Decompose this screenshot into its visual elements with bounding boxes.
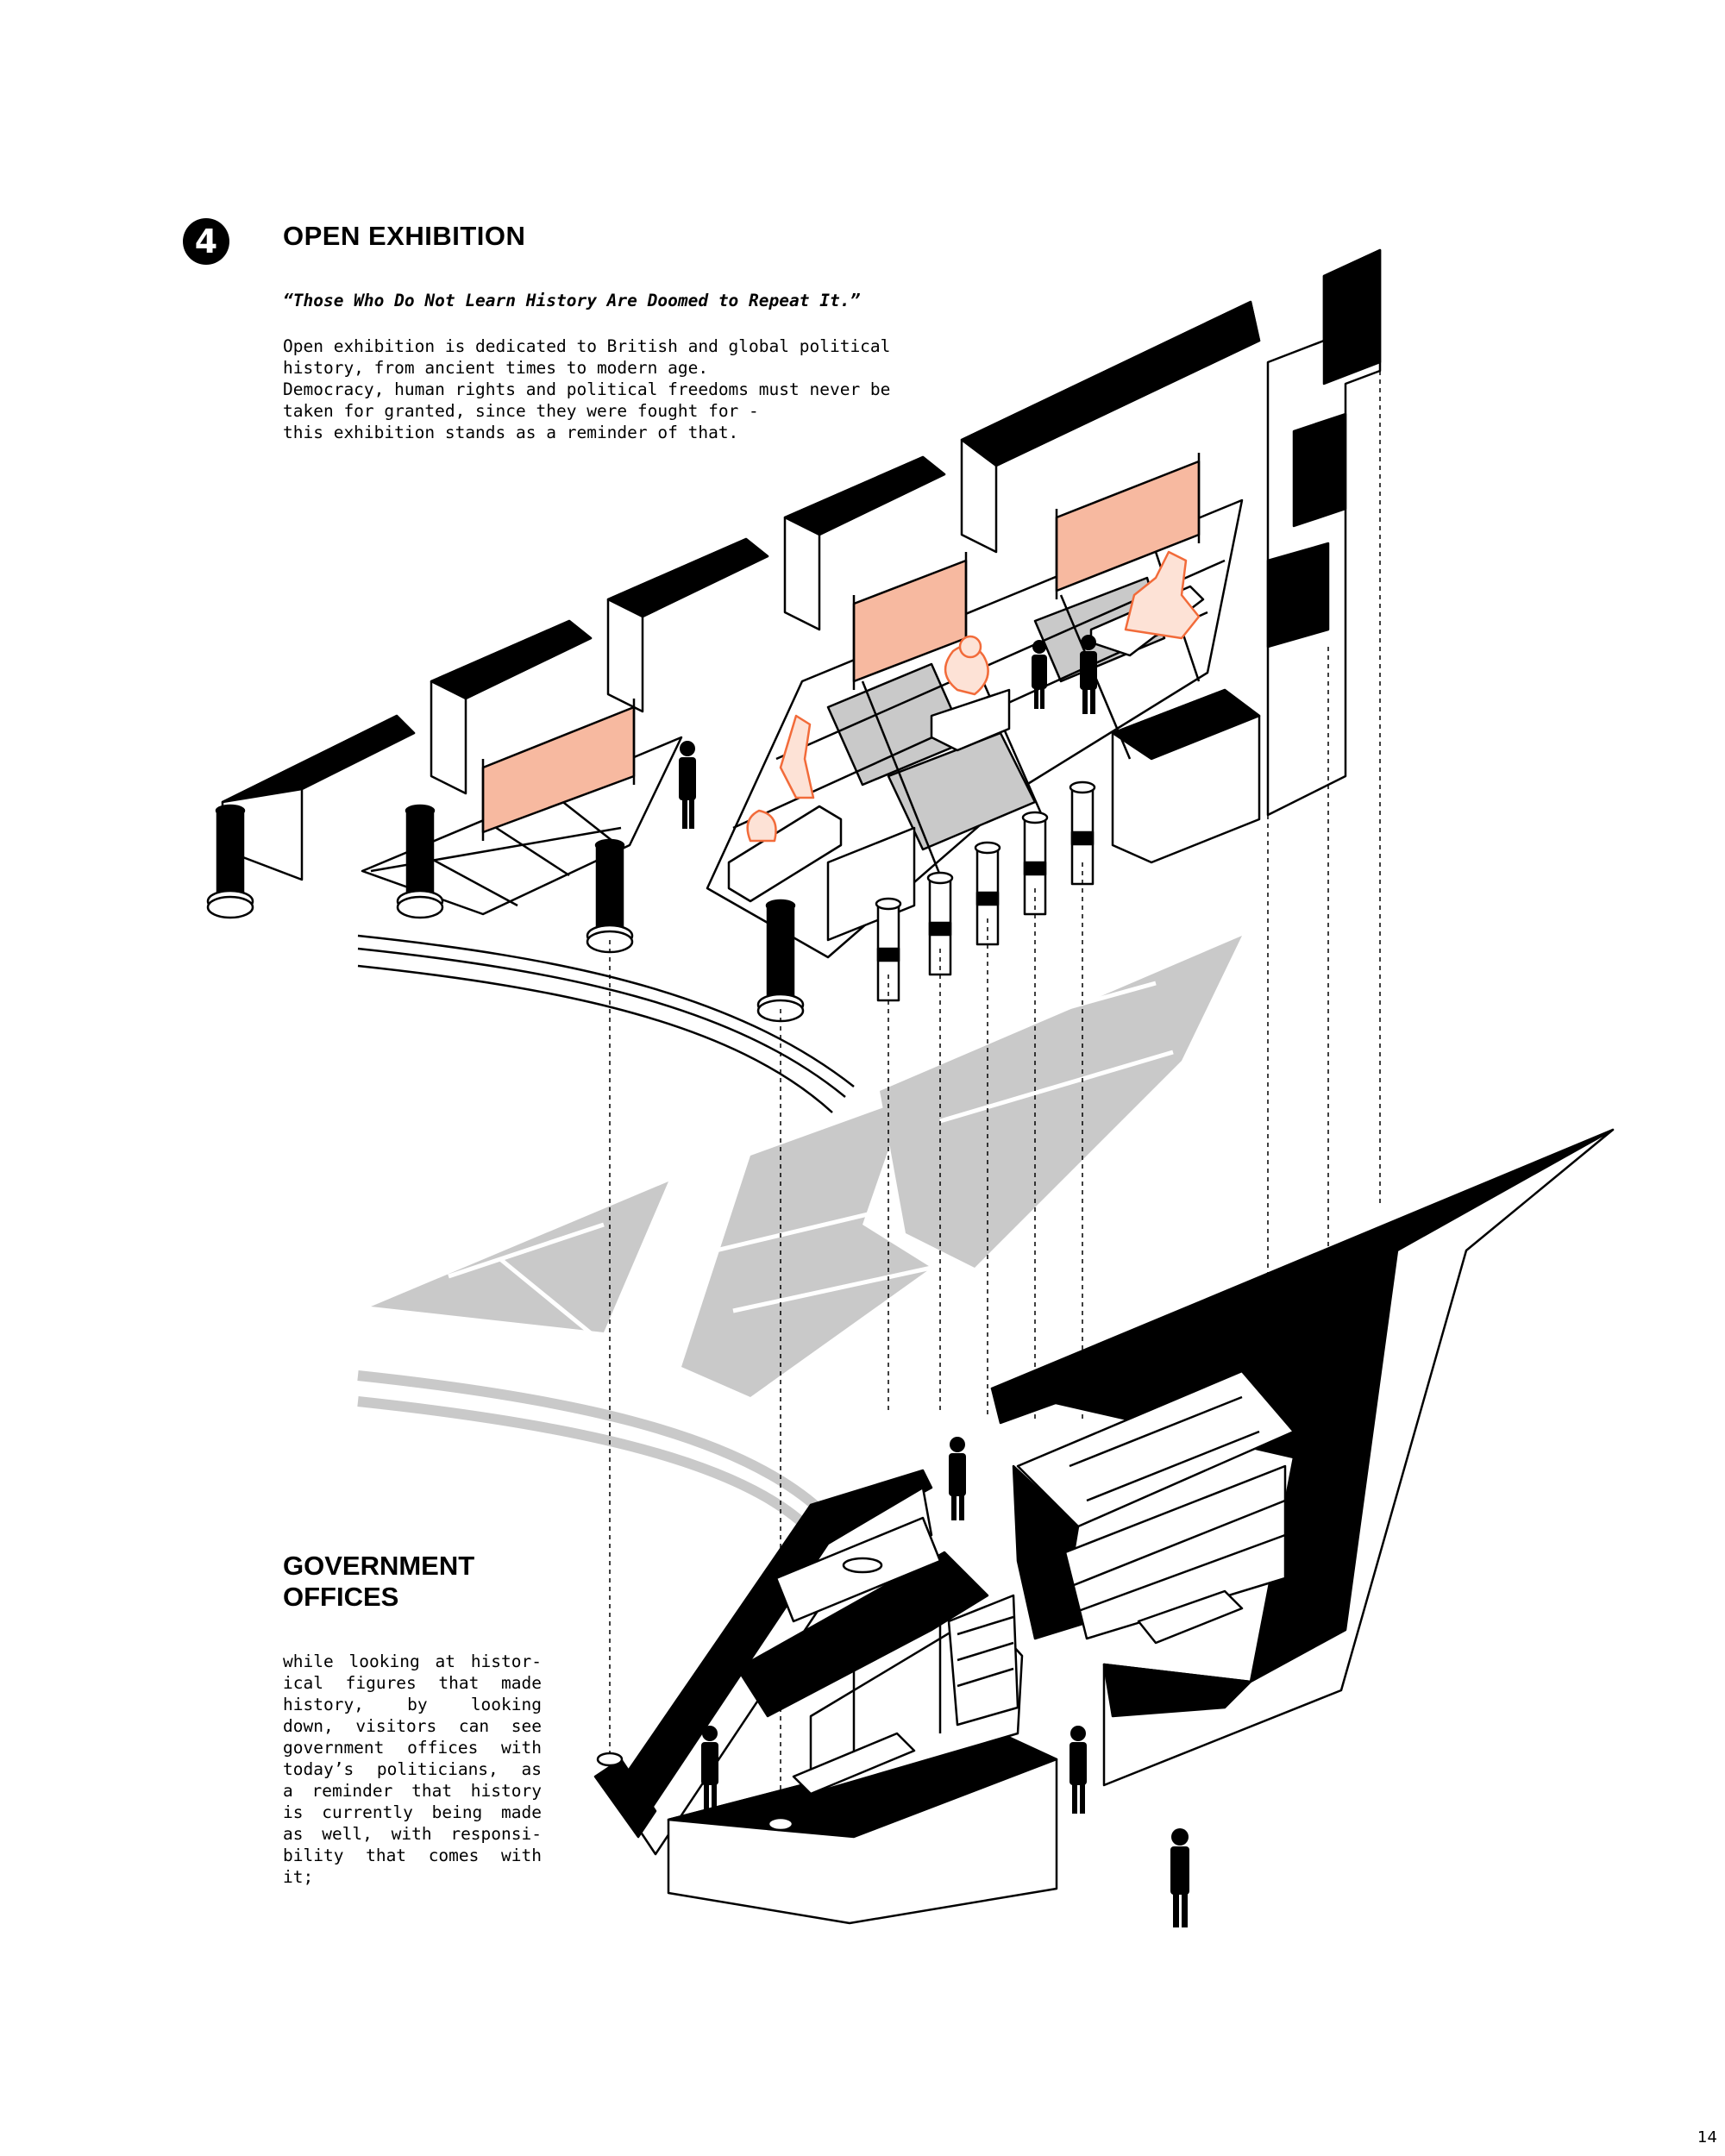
office-desk xyxy=(792,1732,916,1796)
office-wall-face xyxy=(947,1594,1019,1727)
description-line: history, from ancient times to modern ag… xyxy=(283,358,709,378)
offices-title-line: GOVERNMENT xyxy=(283,1551,475,1581)
offices-title-line: OFFICES xyxy=(283,1582,399,1612)
curved-railing xyxy=(357,934,855,1113)
section-number-badge: 4 xyxy=(183,218,229,265)
section-quote: “Those Who Do Not Learn History Are Doom… xyxy=(283,291,861,310)
floor-shadows xyxy=(357,936,1242,1531)
description-line: Open exhibition is dedicated to British … xyxy=(283,336,891,356)
offices-line: history, by looking xyxy=(283,1695,542,1714)
person-figure xyxy=(1070,1726,1087,1814)
description-line: Democracy, human rights and political fr… xyxy=(283,379,891,399)
offices-description: while looking at histor- ical figures th… xyxy=(283,1651,542,1888)
person-figure xyxy=(679,741,696,829)
wall-top xyxy=(606,537,769,618)
description-line: taken for granted, since they were fough… xyxy=(283,401,759,421)
offices-line: is currently being made xyxy=(283,1802,542,1822)
offices-line: while looking at histor- xyxy=(283,1651,542,1671)
offices-line: down, visitors can see xyxy=(283,1716,542,1736)
person-figure xyxy=(1080,635,1097,714)
statue-figure xyxy=(779,714,815,799)
statue-bust xyxy=(746,809,777,843)
offices-level xyxy=(593,1128,1615,1925)
right-wall-black xyxy=(1266,542,1330,649)
description-line: this exhibition stands as a reminder of … xyxy=(283,423,739,442)
column-dark xyxy=(206,804,254,919)
section-description: Open exhibition is dedicated to British … xyxy=(283,335,990,443)
people xyxy=(679,635,1189,1927)
person-figure xyxy=(949,1437,966,1520)
section-title: OPEN EXHIBITION xyxy=(283,221,526,251)
statue-equestrian xyxy=(1124,550,1201,640)
offices-line: it; xyxy=(283,1867,314,1887)
right-wall-black xyxy=(1292,412,1347,528)
office-floor-black xyxy=(1102,1663,1252,1718)
page-number: 14 xyxy=(1697,2128,1717,2147)
wall-top xyxy=(430,619,593,700)
wall-top xyxy=(960,300,1261,467)
offices-line: as well, with responsi- xyxy=(283,1824,542,1844)
columns xyxy=(206,780,1096,1023)
office-wall-top xyxy=(990,1275,1313,1425)
offices-line: today’s politicians, as xyxy=(283,1759,542,1779)
offices-line: bility that comes with xyxy=(283,1846,542,1865)
wall-top xyxy=(783,455,946,536)
corner-block-top xyxy=(1111,688,1261,761)
office-wall-face xyxy=(1102,1128,1615,1787)
projection-lines xyxy=(609,371,1381,1824)
office-desk xyxy=(1137,1589,1244,1645)
offices-line: a reminder that history xyxy=(283,1781,542,1801)
offices-line: government offices with xyxy=(283,1738,542,1758)
person-figure xyxy=(1170,1828,1189,1927)
right-wall-black xyxy=(1322,248,1382,385)
column-dark xyxy=(396,804,444,919)
person-figure xyxy=(701,1726,718,1814)
offices-title: GOVERNMENT OFFICES xyxy=(283,1551,474,1613)
statues xyxy=(727,550,1205,903)
person-figure xyxy=(1032,640,1047,709)
offices-line: ical figures that made xyxy=(283,1673,542,1693)
wall-top xyxy=(221,714,416,804)
column-dark xyxy=(756,899,805,1023)
column-light xyxy=(1069,780,1096,886)
exhibition-wall-segments xyxy=(221,248,1382,881)
